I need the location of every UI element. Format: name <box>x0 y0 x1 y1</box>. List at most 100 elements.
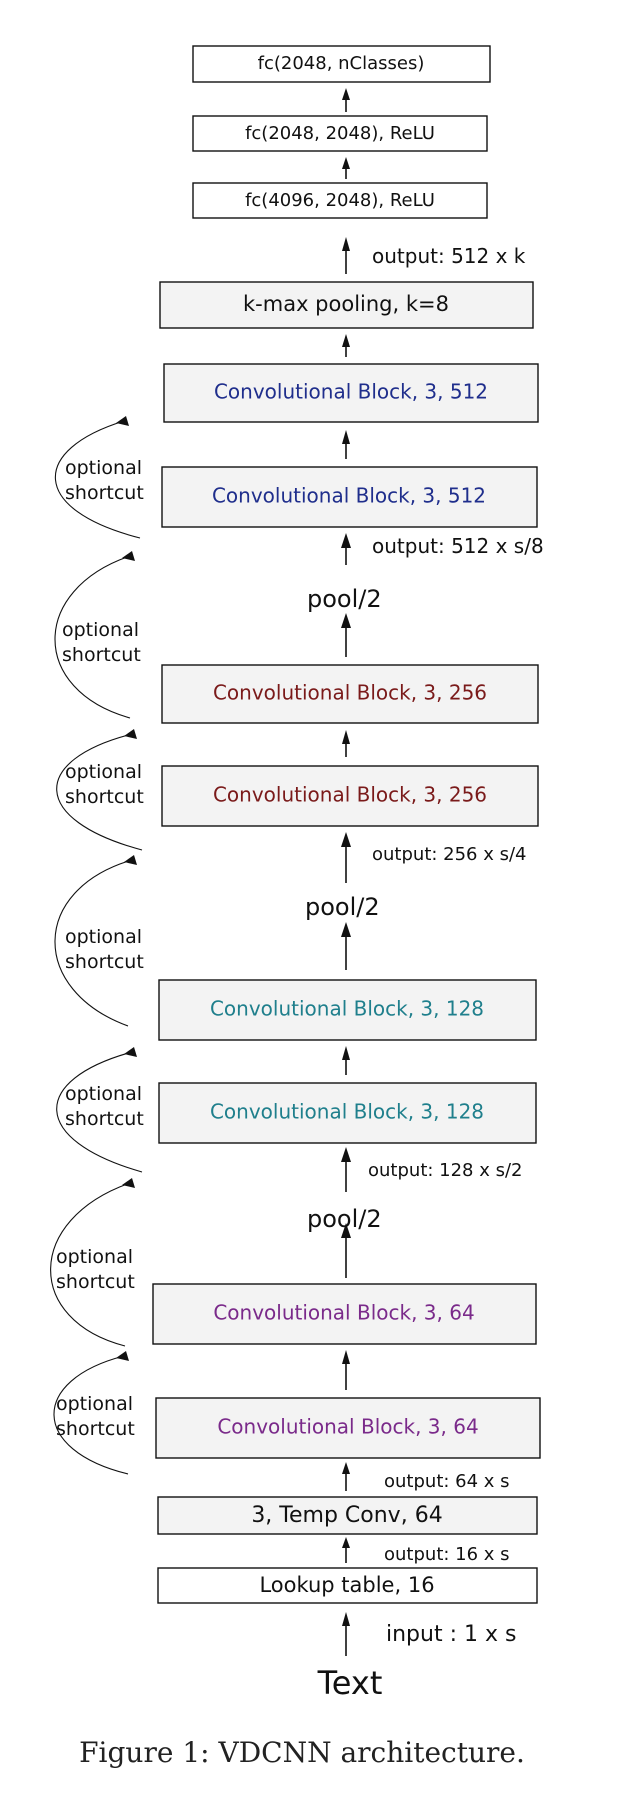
shortcut-7: optional shortcut <box>53 1351 135 1475</box>
box-fc-out-rect <box>192 45 491 83</box>
box-conv128-b-label: Convolutional Block, 3, 128 <box>210 997 484 1021</box>
shortcut-1: optional shortcut <box>54 416 144 539</box>
box-conv64-b-label: Convolutional Block, 3, 64 <box>213 1301 474 1325</box>
shortcut-2-curve <box>54 555 131 719</box>
shortcut-4-line1: optional <box>65 926 142 948</box>
shortcut-6-curve <box>50 1182 131 1347</box>
box-conv64-a: Convolutional Block, 3, 64 <box>155 1397 541 1459</box>
shortcut-4-line2: shortcut <box>65 951 144 973</box>
label-conv256-output: output: 256 x s/4 <box>372 844 527 865</box>
box-kmax: k-max pooling, k=8 <box>159 281 534 329</box>
arrow-lookup-to-temp <box>342 1537 350 1563</box>
box-kmax-label: k-max pooling, k=8 <box>243 292 449 316</box>
box-conv256-b-label: Convolutional Block, 3, 256 <box>213 681 487 705</box>
shortcut-2-line1: optional <box>62 619 139 641</box>
shortcut-3-curve <box>56 733 143 851</box>
box-fc-out: fc(2048, nClasses) <box>192 45 491 83</box>
box-conv512-b-rect <box>163 363 539 423</box>
shortcut-6-arrow-head <box>122 1178 135 1188</box>
arrow-pool-to-conv256a <box>341 832 351 883</box>
box-conv64-a-rect <box>155 1397 541 1459</box>
arrow-fc2-to-fcout <box>342 88 350 112</box>
label-pool-2: pool/2 <box>305 893 380 921</box>
box-lookup-rect <box>157 1567 538 1604</box>
box-conv512-a-rect <box>161 466 538 528</box>
box-conv256-b: Convolutional Block, 3, 256 <box>161 664 539 724</box>
arrow-head <box>342 157 350 169</box>
arrow-pool-to-conv128a <box>341 1147 351 1192</box>
arrow-head <box>342 1612 350 1626</box>
arrow-kmax-to-fc1 <box>342 237 350 274</box>
box-conv128-b: Convolutional Block, 3, 128 <box>158 979 537 1041</box>
shortcut-2-arrow-head <box>122 551 135 561</box>
shortcut-7-curve <box>53 1355 129 1475</box>
arrow-head <box>341 832 351 847</box>
box-fc-1: fc(4096, 2048), ReLU <box>192 182 488 219</box>
shortcut-5-arrow-head <box>124 1047 137 1057</box>
arrow-head <box>342 1462 350 1474</box>
arrow-input-to-lookup <box>342 1612 350 1656</box>
shortcut-5-curve <box>56 1051 143 1173</box>
box-conv128-a-label: Convolutional Block, 3, 128 <box>210 1100 484 1124</box>
shortcut-6-line1: optional <box>56 1246 133 1268</box>
arrow-conv128a-to-conv128b <box>342 1046 350 1075</box>
shortcut-5-line2: shortcut <box>65 1108 144 1130</box>
shortcut-7-arrow-head <box>116 1351 129 1361</box>
arrow-conv256b-to-pool <box>341 613 351 657</box>
shortcut-2-line2: shortcut <box>62 644 141 666</box>
shortcut-3-line2: shortcut <box>65 786 144 808</box>
label-kmax-output: output: 512 x k <box>372 244 526 268</box>
shortcut-1-line1: optional <box>65 457 142 479</box>
arrow-head <box>342 1537 350 1548</box>
box-conv128-a: Convolutional Block, 3, 128 <box>158 1082 537 1144</box>
shortcut-7-line2: shortcut <box>56 1418 135 1440</box>
arrow-head <box>342 430 350 444</box>
box-fc-2-rect <box>192 115 488 152</box>
arrow-head <box>341 922 351 937</box>
box-conv128-a-rect <box>158 1082 537 1144</box>
box-fc-2-label: fc(2048, 2048), ReLU <box>245 123 435 144</box>
arrow-temp-to-conv64a <box>342 1462 350 1491</box>
box-conv128-b-rect <box>158 979 537 1041</box>
box-temp-conv: 3, Temp Conv, 64 <box>157 1496 538 1535</box>
shortcut-1-curve <box>54 420 141 539</box>
arrow-head <box>341 613 351 628</box>
label-conv512-output: output: 512 x s/8 <box>372 534 544 558</box>
arrow-head <box>342 1046 350 1060</box>
box-conv256-a-rect <box>161 765 539 827</box>
box-lookup-label: Lookup table, 16 <box>259 1573 434 1597</box>
box-conv64-b: Convolutional Block, 3, 64 <box>152 1283 537 1345</box>
arrow-fc1-to-fc2 <box>342 157 350 179</box>
box-fc-1-rect <box>192 182 488 219</box>
shortcut-4-arrow-head <box>124 855 137 865</box>
box-fc-1-label: fc(4096, 2048), ReLU <box>245 190 435 211</box>
arrow-head <box>342 88 350 100</box>
arrow-head <box>341 533 351 548</box>
shortcut-1-arrow-head <box>116 416 129 426</box>
arrow-head <box>342 1350 350 1364</box>
shortcut-2: optional shortcut <box>54 551 141 719</box>
shortcut-3-line1: optional <box>65 761 142 783</box>
shortcut-4: optional shortcut <box>54 855 144 1027</box>
box-conv512-b: Convolutional Block, 3, 512 <box>163 363 539 423</box>
arrow-conv512a-to-conv512b <box>342 430 350 459</box>
shortcut-7-line1: optional <box>56 1393 133 1415</box>
label-input: input : 1 x s <box>386 1622 516 1647</box>
label-conv128-output: output: 128 x s/2 <box>368 1160 523 1181</box>
shortcut-4-curve <box>54 859 133 1027</box>
shortcut-5-line1: optional <box>65 1083 142 1105</box>
arrow-conv128b-to-pool <box>341 922 351 970</box>
box-conv256-a-label: Convolutional Block, 3, 256 <box>213 783 487 807</box>
arrow-conv64b-to-pool <box>341 1223 351 1278</box>
arrow-head <box>341 1147 351 1162</box>
shortcut-3: optional shortcut <box>56 729 144 851</box>
input-text: Text <box>317 1664 383 1702</box>
box-temp-conv-rect <box>157 1496 538 1535</box>
box-conv512-a-label: Convolutional Block, 3, 512 <box>212 484 486 508</box>
arrow-head <box>342 237 350 251</box>
arrow-conv64a-to-conv64b <box>342 1350 350 1390</box>
box-conv256-a: Convolutional Block, 3, 256 <box>161 765 539 827</box>
box-lookup: Lookup table, 16 <box>157 1567 538 1604</box>
arrow-pool-to-conv512a <box>341 533 351 565</box>
